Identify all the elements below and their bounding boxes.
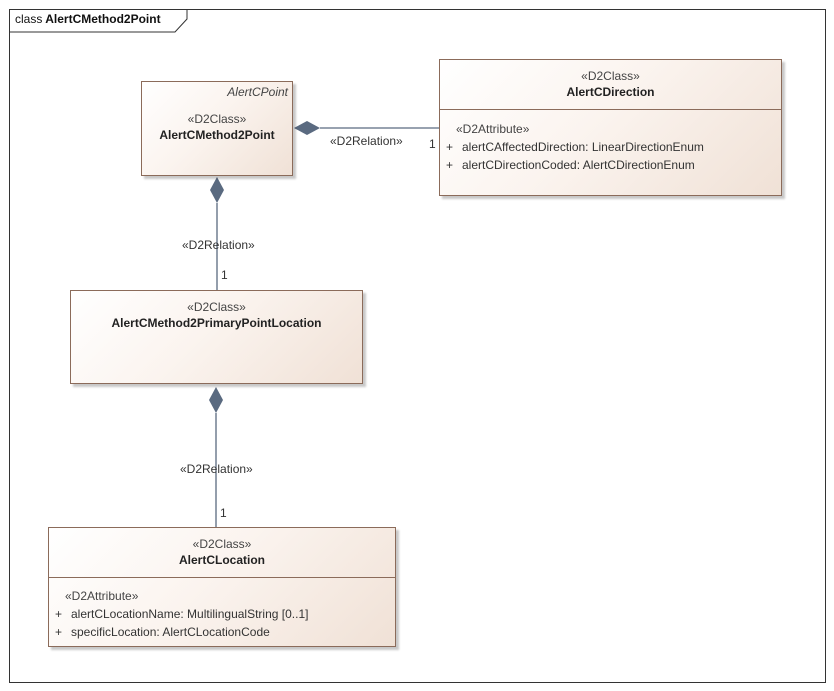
diagram-frame [9, 9, 826, 683]
class-alertclocation[interactable]: «D2Class» AlertCLocation «D2Attribute» +… [48, 527, 396, 647]
class-alertcmethod2primarypointlocation[interactable]: «D2Class» AlertCMethod2PrimaryPointLocat… [70, 290, 363, 384]
class-stereotype: «D2Class» [192, 537, 252, 551]
visibility-marker: + [446, 140, 454, 154]
multiplicity-primary: 1 [221, 268, 228, 282]
attribute-text: specificLocation: AlertCLocationCode [71, 625, 270, 639]
class-header: «D2Class» AlertCMethod2PrimaryPointLocat… [71, 300, 362, 331]
parent-class-label: AlertCPoint [227, 85, 288, 99]
attribute-compartment: «D2Attribute» + alertCAffectedDirection: … [446, 121, 775, 174]
multiplicity-direction: 1 [429, 137, 436, 151]
composition-diamond-direction [294, 121, 320, 135]
visibility-marker: + [446, 158, 454, 172]
visibility-marker: + [55, 607, 63, 621]
class-header: «D2Class» AlertCLocation [49, 537, 395, 568]
attribute-text: alertCDirectionCoded: AlertCDirectionEnu… [462, 158, 695, 172]
attribute-row[interactable]: + alertCLocationName: MultilingualString … [55, 605, 389, 623]
class-stereotype: «D2Class» [187, 300, 246, 314]
attribute-separator [440, 109, 781, 110]
attribute-stereotype: «D2Attribute» [456, 122, 530, 136]
class-name: AlertCMethod2Point [159, 128, 275, 142]
frame-name: AlertCMethod2Point [45, 12, 161, 26]
attribute-row[interactable]: + alertCDirectionCoded: AlertCDirectionEn… [446, 156, 775, 174]
composition-diamond-primary [210, 177, 224, 203]
class-header: «D2Class» AlertCMethod2Point [142, 112, 292, 143]
frame-tab-outline [9, 9, 188, 33]
diagram-title: class AlertCMethod2Point [15, 12, 161, 26]
frame-keyword: class [15, 12, 43, 26]
attribute-row[interactable]: + alertCAffectedDirection: LinearDirectio… [446, 138, 775, 156]
attribute-text: alertCLocationName: MultilingualString [… [71, 607, 309, 621]
class-header: «D2Class» AlertCDirection [440, 69, 781, 100]
class-name: AlertCMethod2PrimaryPointLocation [111, 316, 322, 330]
class-alertcdirection[interactable]: «D2Class» AlertCDirection «D2Attribute» … [439, 59, 782, 196]
relation-label-location: «D2Relation» [180, 462, 253, 476]
attribute-text: alertCAffectedDirection: LinearDirection… [462, 140, 704, 154]
multiplicity-location: 1 [220, 506, 227, 520]
composition-diamond-location [209, 387, 223, 413]
class-stereotype: «D2Class» [581, 69, 640, 83]
relation-label-direction: «D2Relation» [330, 134, 403, 148]
relation-label-primary: «D2Relation» [182, 238, 255, 252]
class-name: AlertCLocation [178, 553, 265, 567]
attribute-compartment: «D2Attribute» + alertCLocationName: Multi… [55, 588, 389, 641]
attribute-stereotype: «D2Attribute» [65, 589, 139, 603]
class-alertcmethod2point[interactable]: AlertCPoint «D2Class» AlertCMethod2Point [141, 81, 293, 176]
class-stereotype: «D2Class» [187, 112, 247, 126]
class-name: AlertCDirection [566, 85, 655, 99]
attribute-row[interactable]: + specificLocation: AlertCLocationCode [55, 623, 389, 641]
visibility-marker: + [55, 625, 63, 639]
attribute-separator [49, 577, 395, 578]
